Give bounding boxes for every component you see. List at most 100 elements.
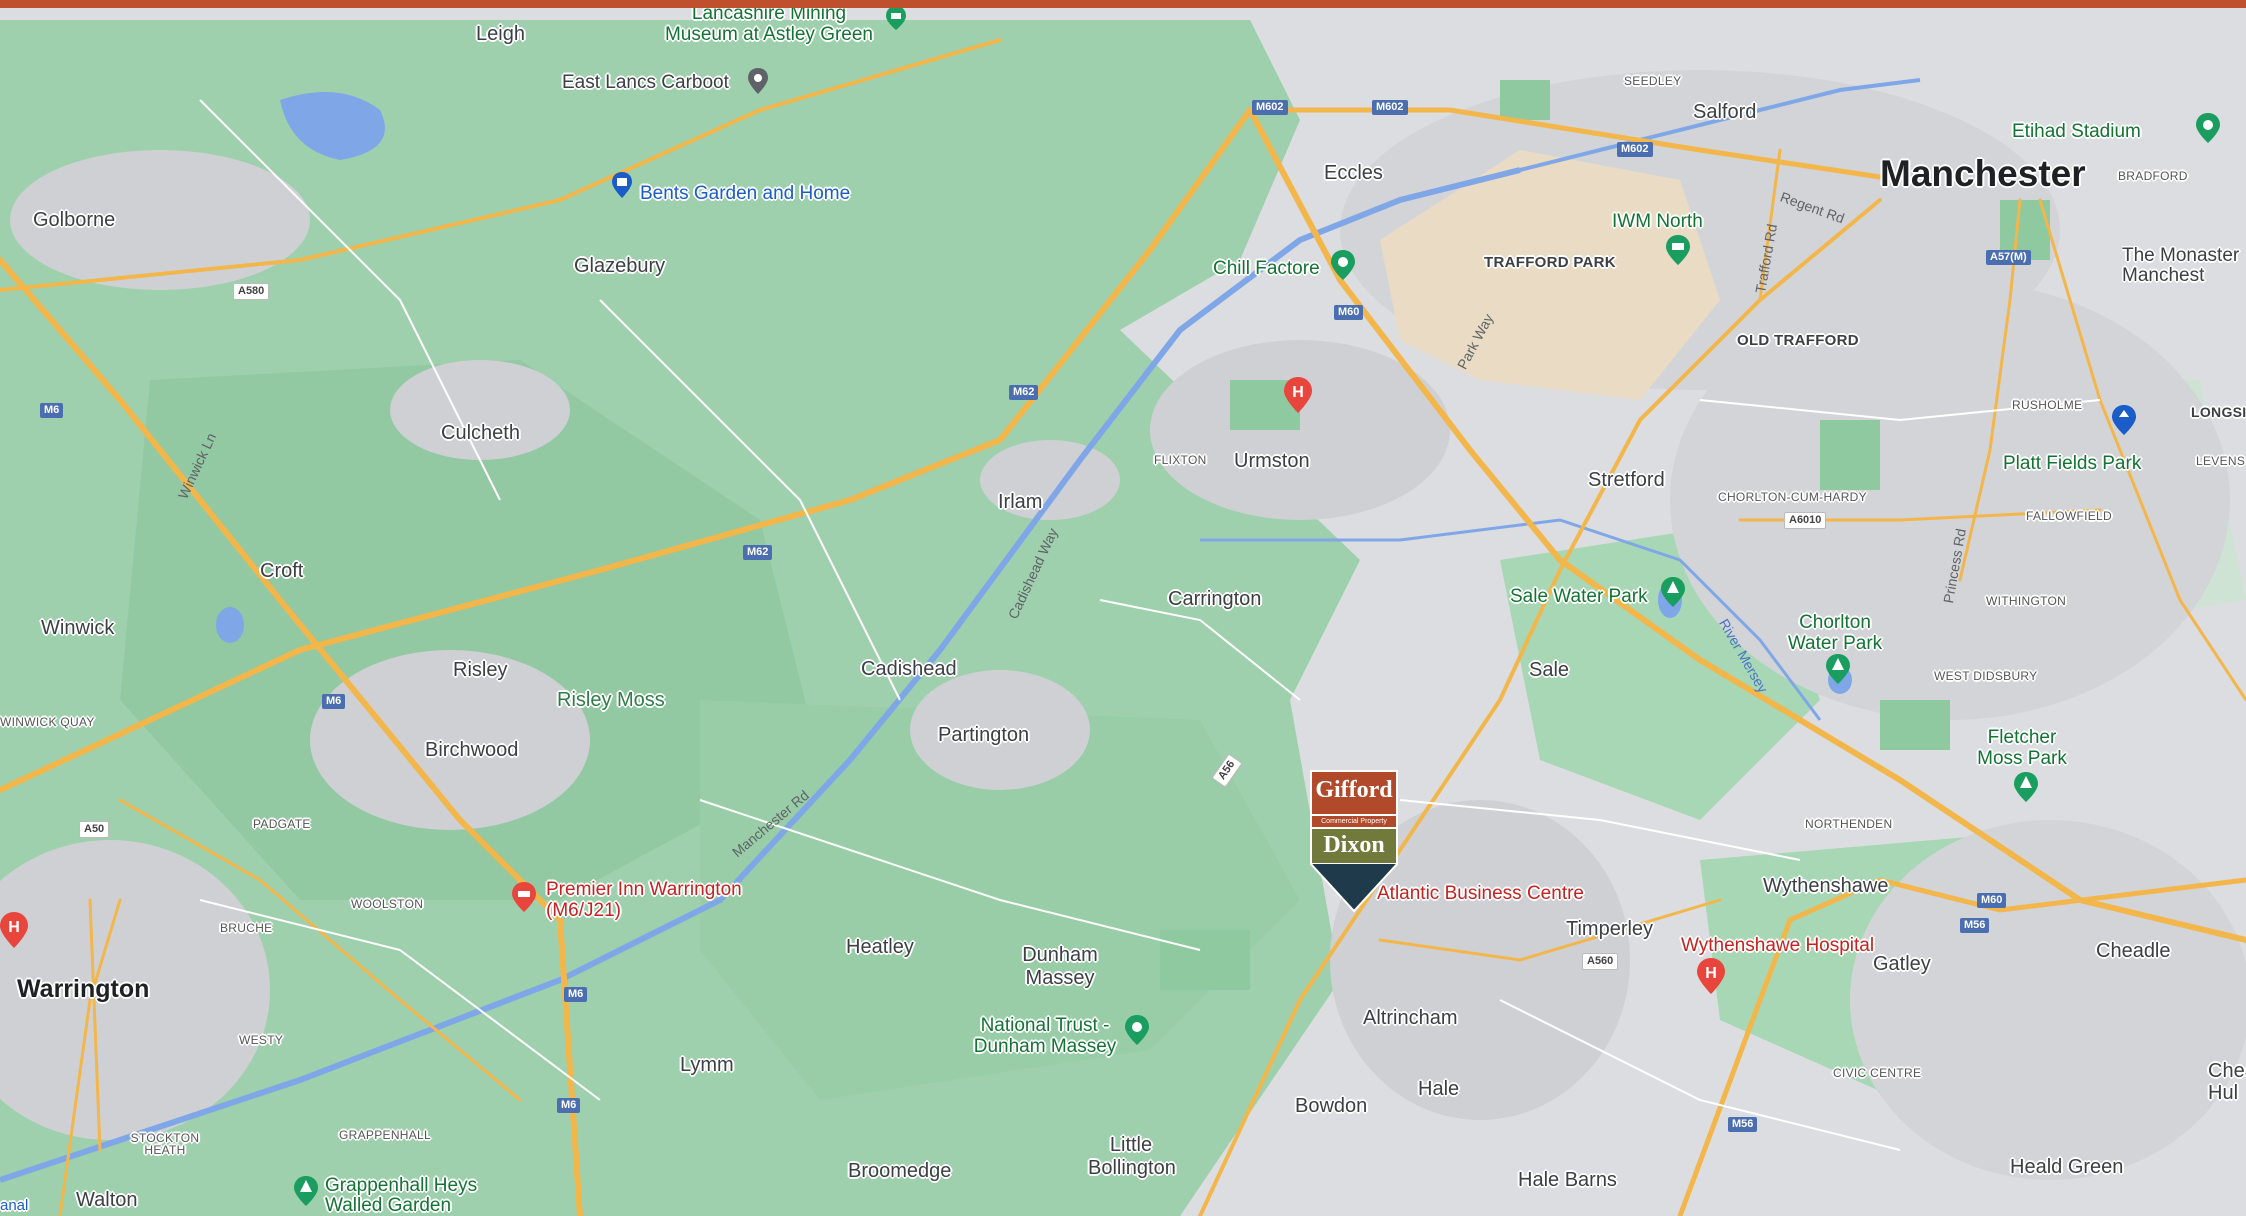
poi-etihad-stadium[interactable]: Etihad Stadium: [2012, 121, 2141, 142]
label-padgate: PADGATE: [253, 817, 311, 831]
label-hale: Hale: [1418, 1078, 1460, 1100]
hospital-pin-icon[interactable]: H: [1284, 377, 1312, 413]
poi-platt-fields-park[interactable]: Platt Fields Park: [2003, 453, 2142, 474]
label-hale-barns: Hale Barns: [1518, 1169, 1617, 1191]
label-dunham-massey: Dunham Massey: [1022, 944, 1098, 989]
m6-motorway: [0, 257, 583, 1216]
shopping-pin-icon[interactable]: [612, 172, 632, 198]
hotel-pin-icon[interactable]: [512, 882, 536, 912]
poi-chorlton-water-park[interactable]: Chorlton Water Park: [1787, 612, 1883, 654]
poi-atlantic-business-centre[interactable]: Atlantic Business Centre: [1377, 883, 1584, 904]
label-fallowfield: FALLOWFIELD: [2026, 509, 2112, 523]
label-levens: LEVENS: [2196, 454, 2246, 468]
label-stockton-heath: STOCKTON HEATH: [130, 1131, 200, 1157]
a5060-road: [58, 898, 122, 1216]
label-eccles: Eccles: [1324, 162, 1383, 184]
poi-fletcher-moss-park[interactable]: Fletcher Moss Park: [1977, 727, 2067, 769]
label-bruche: BRUCHE: [220, 921, 273, 935]
road-shield-m602: M602: [1617, 142, 1653, 157]
a49-road: [88, 898, 102, 1152]
label-grappenhall: GRAPPENHALL: [339, 1128, 431, 1142]
poi-national-trust[interactable]: National Trust - Dunham Massey: [973, 1015, 1117, 1057]
label-westy: WESTY: [239, 1033, 284, 1047]
label-risley: Risley: [453, 659, 508, 681]
place-of-worship-pin-icon[interactable]: [2112, 405, 2136, 435]
stadium-pin-icon[interactable]: [2196, 113, 2220, 143]
garden-tree-icon[interactable]: [294, 1176, 318, 1206]
label-winwick: Winwick: [41, 617, 115, 639]
fletcher-moss-tree-icon[interactable]: [2014, 772, 2038, 802]
label-irlam: Irlam: [998, 491, 1043, 513]
poi-premier-inn[interactable]: Premier Inn Warrington (M6/J21): [546, 879, 742, 921]
a50-road: [118, 798, 522, 1102]
poi-sale-water-park[interactable]: Sale Water Park: [1510, 586, 1648, 607]
poi-grappenhall-heys[interactable]: Grappenhall Heys Walled Garden: [325, 1175, 478, 1216]
label-partington: Partington: [938, 724, 1030, 746]
camera-pin-icon[interactable]: [1125, 1015, 1149, 1045]
label-northenden: NORTHENDEN: [1805, 817, 1893, 831]
marker-pointer-icon: [1310, 863, 1398, 913]
chorlton-park-tree-icon[interactable]: [1826, 654, 1850, 684]
river-irwell: [1519, 78, 1921, 172]
label-civic-centre: CIVIC CENTRE: [1833, 1066, 1922, 1080]
m62-motorway: [0, 107, 1253, 793]
label-walton: Walton: [76, 1189, 138, 1211]
label-cadishead: Cadishead: [861, 658, 957, 680]
poi-east-lancs-carboot[interactable]: East Lancs Carboot: [562, 72, 729, 93]
manchester-ship-canal: [0, 167, 1521, 1183]
label-canal: anal: [0, 1197, 29, 1214]
road-shield-a57m: A57(M): [1986, 250, 2031, 265]
gifford-dixon-location-marker[interactable]: Gifford Commercial Property Dixon: [1310, 770, 1400, 920]
svg-text:H: H: [1705, 965, 1717, 982]
label-woolston: WOOLSTON: [351, 897, 424, 911]
label-culcheth: Culcheth: [441, 422, 520, 444]
road-shield-m6: M6: [557, 1098, 581, 1113]
road-shield-m56: M56: [1728, 1117, 1758, 1132]
label-flixton: FLIXTON: [1154, 453, 1207, 467]
label-seedley: SEEDLEY: [1624, 74, 1682, 88]
poi-bents-garden[interactable]: Bents Garden and Home: [640, 183, 851, 204]
label-rusholme: RUSHOLME: [2012, 398, 2083, 412]
marker-top-panel: Gifford: [1310, 770, 1398, 816]
label-withington: WITHINGTON: [1986, 594, 2067, 608]
label-heatley: Heatley: [846, 936, 914, 958]
svg-text:H: H: [8, 919, 20, 936]
marker-subtitle: Commercial Property: [1310, 816, 1398, 827]
poi-monastery[interactable]: The Monaster Manchest: [2122, 246, 2240, 286]
label-cheadle: Cheadle: [2096, 940, 2171, 962]
carboot-pin-icon[interactable]: [748, 68, 768, 94]
poi-chill-factore[interactable]: Chill Factore: [1213, 258, 1320, 279]
marker-top-text: Gifford: [1315, 777, 1393, 803]
chill-factore-pin-icon[interactable]: [1331, 250, 1355, 280]
warrington-hospital-pin-icon[interactable]: H: [0, 912, 28, 948]
museum-pin-icon[interactable]: [886, 6, 906, 30]
label-birchwood: Birchwood: [425, 739, 519, 761]
poi-mining-museum[interactable]: Lancashire Mining Museum at Astley Green: [664, 3, 874, 45]
a56-road: [1198, 198, 1882, 1216]
label-leigh: Leigh: [476, 23, 525, 45]
road-shield-m6: M6: [564, 987, 588, 1002]
label-trafford-park: TRAFFORD PARK: [1484, 254, 1616, 271]
road-shield-m60: M60: [1977, 893, 2007, 908]
label-little-bollington: Little Bollington: [1088, 1134, 1176, 1179]
iwm-north-pin-icon[interactable]: [1666, 235, 1690, 265]
trafford-park-area: [1380, 150, 1720, 400]
road-shield-m62: M62: [1009, 385, 1039, 400]
label-croft: Croft: [260, 560, 304, 582]
a34-road: [2038, 198, 2246, 702]
label-golborne: Golborne: [33, 209, 116, 231]
wythenshawe-hospital-pin-icon[interactable]: H: [1697, 958, 1725, 994]
a560-road: [1378, 898, 1722, 962]
road-shield-a560: A560: [1582, 953, 1619, 970]
label-west-didsbury: WEST DIDSBURY: [1934, 669, 2038, 683]
label-salford: Salford: [1693, 101, 1757, 123]
road-shield-m56: M56: [1960, 918, 1990, 933]
m602-motorway: [1247, 107, 1903, 183]
sale-park-tree-icon[interactable]: [1661, 577, 1685, 607]
label-broomedge: Broomedge: [848, 1160, 952, 1182]
road-shield-a580: A580: [233, 283, 270, 300]
label-gatley: Gatley: [1873, 953, 1931, 975]
poi-wythenshawe-hospital[interactable]: Wythenshawe Hospital: [1681, 935, 1875, 956]
poi-iwm-north[interactable]: IWM North: [1612, 211, 1703, 232]
